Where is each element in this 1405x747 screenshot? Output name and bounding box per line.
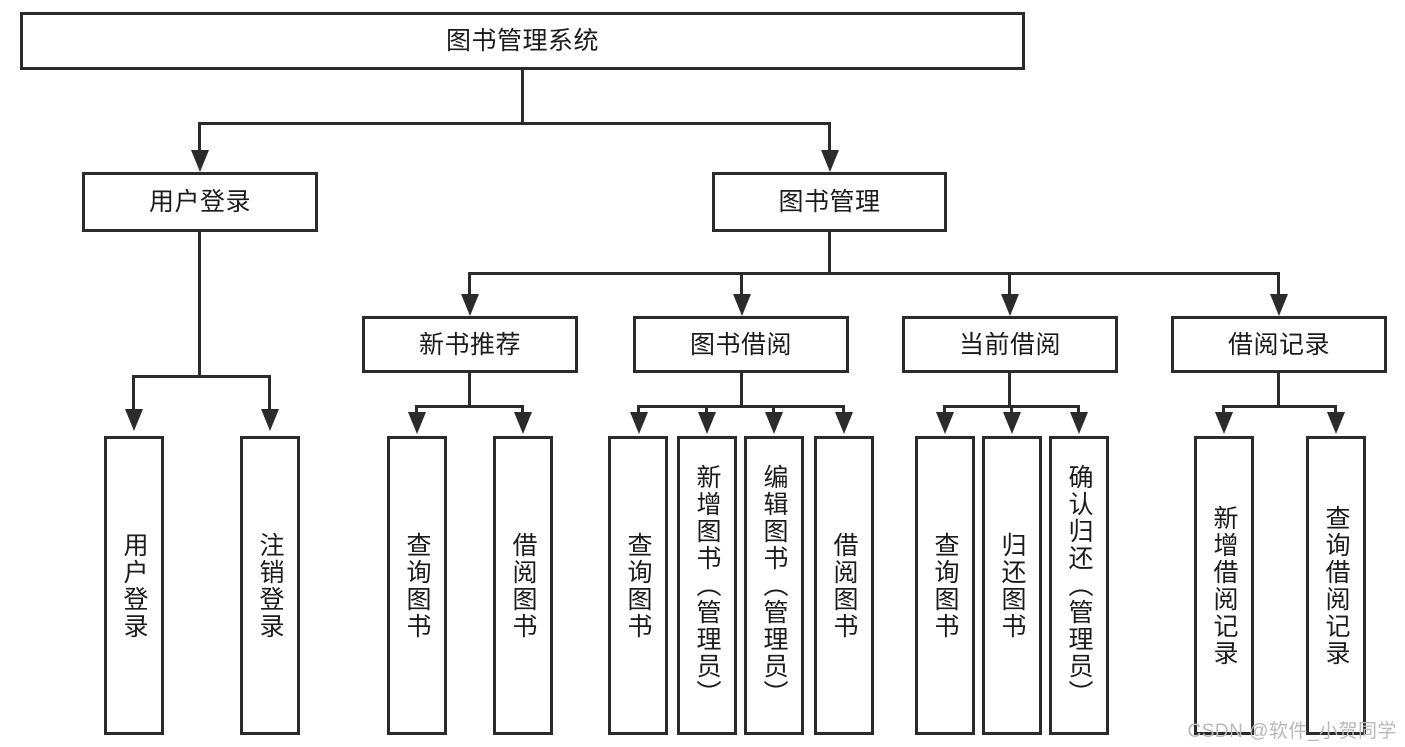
leaf-user-login-label: 用户登录 <box>120 531 148 640</box>
connector-bb-drop-3 <box>772 405 775 417</box>
leaf-edit-book[interactable]: 编辑图书（管理员） <box>744 436 804 735</box>
connector-bm-drop-4 <box>1277 272 1280 296</box>
arrow-bb-leaf-3 <box>765 412 783 434</box>
leaf-query-book-2[interactable]: 查询图书 <box>608 436 668 735</box>
connector-user-login-drop-2 <box>268 375 271 411</box>
node-new-book-recommend-label: 新书推荐 <box>418 330 521 359</box>
leaf-user-login[interactable]: 用户登录 <box>104 436 164 735</box>
node-borrow-record-label: 借阅记录 <box>1227 330 1330 359</box>
connector-bm-drop-1 <box>468 272 471 296</box>
connector-cb-drop-2 <box>1010 405 1013 417</box>
leaf-add-book-label: 新增图书（管理员） <box>693 464 721 707</box>
node-user-login[interactable]: 用户登录 <box>82 172 318 232</box>
connector-user-login-stem <box>198 232 201 375</box>
connector-bm-drop-3 <box>1008 272 1011 296</box>
leaf-query-book-1-label: 查询图书 <box>403 531 431 640</box>
leaf-query-record[interactable]: 查询借阅记录 <box>1306 436 1366 735</box>
connector-bb-drop-4 <box>842 405 845 417</box>
connector-bb-drop-2 <box>705 405 708 417</box>
connector-book-borrow-stem <box>740 373 743 405</box>
leaf-query-book-3[interactable]: 查询图书 <box>915 436 975 735</box>
leaf-query-book-2-label: 查询图书 <box>624 531 652 640</box>
connector-root-to-user-login <box>198 122 201 152</box>
connector-br-drop-2 <box>1334 405 1337 417</box>
leaf-confirm-return-label: 确认归还（管理员） <box>1065 464 1093 707</box>
arrow-bm-to-book-borrow <box>733 294 751 316</box>
node-current-borrow-label: 当前借阅 <box>958 330 1061 359</box>
arrow-bm-to-new-book <box>461 294 479 316</box>
arrow-bb-leaf-1 <box>630 412 648 434</box>
arrow-user-login-leaf-1 <box>125 409 143 431</box>
connector-nb-drop-1 <box>415 405 418 417</box>
node-root[interactable]: 图书管理系统 <box>20 12 1025 70</box>
arrow-root-to-user-login <box>191 150 209 172</box>
arrow-bb-leaf-2 <box>698 412 716 434</box>
connector-bb-drop-1 <box>637 405 640 417</box>
arrow-bb-leaf-4 <box>835 412 853 434</box>
connector-book-manage-bar <box>468 272 1280 275</box>
arrow-cb-leaf-2 <box>1003 412 1021 434</box>
node-borrow-record[interactable]: 借阅记录 <box>1171 316 1387 373</box>
connector-bm-drop-2 <box>740 272 743 296</box>
connector-cb-drop-3 <box>1077 405 1080 417</box>
connector-user-login-bar <box>132 375 270 378</box>
leaf-user-logout[interactable]: 注销登录 <box>240 436 300 735</box>
connector-borrow-record-bar <box>1222 405 1337 408</box>
node-book-borrow[interactable]: 图书借阅 <box>633 316 849 373</box>
connector-root-to-book-manage <box>828 122 831 152</box>
leaf-add-record-label: 新增借阅记录 <box>1210 504 1238 667</box>
leaf-add-book[interactable]: 新增图书（管理员） <box>677 436 737 735</box>
connector-current-borrow-stem <box>1008 373 1011 405</box>
leaf-borrow-book-2-label: 借阅图书 <box>830 531 858 640</box>
connector-book-borrow-bar <box>637 405 845 408</box>
leaf-query-record-label: 查询借阅记录 <box>1322 504 1350 667</box>
leaf-query-book-3-label: 查询图书 <box>931 531 959 640</box>
connector-new-book-stem <box>468 373 471 405</box>
leaf-borrow-book-1-label: 借阅图书 <box>509 531 537 640</box>
node-book-manage-label: 图书管理 <box>778 188 881 216</box>
connector-new-book-bar <box>415 405 524 408</box>
arrow-cb-leaf-3 <box>1070 412 1088 434</box>
leaf-borrow-book-1[interactable]: 借阅图书 <box>493 436 553 735</box>
node-user-login-label: 用户登录 <box>148 188 251 216</box>
arrow-nb-leaf-1 <box>408 412 426 434</box>
connector-nb-drop-2 <box>521 405 524 417</box>
node-book-manage[interactable]: 图书管理 <box>712 172 947 232</box>
connector-user-login-drop-1 <box>132 375 135 411</box>
leaf-query-book-1[interactable]: 查询图书 <box>387 436 447 735</box>
leaf-borrow-book-2[interactable]: 借阅图书 <box>814 436 874 735</box>
leaf-confirm-return[interactable]: 确认归还（管理员） <box>1049 436 1109 735</box>
node-new-book-recommend[interactable]: 新书推荐 <box>362 316 578 373</box>
arrow-nb-leaf-2 <box>514 412 532 434</box>
leaf-return-book[interactable]: 归还图书 <box>982 436 1042 735</box>
node-current-borrow[interactable]: 当前借阅 <box>902 316 1118 373</box>
connector-root-stem <box>521 70 524 122</box>
arrow-bm-to-current-borrow <box>1001 294 1019 316</box>
arrow-cb-leaf-1 <box>936 412 954 434</box>
node-root-label: 图书管理系统 <box>445 27 599 55</box>
connector-br-drop-1 <box>1222 405 1225 417</box>
arrow-user-login-leaf-2 <box>261 409 279 431</box>
arrow-br-leaf-2 <box>1327 412 1345 434</box>
connector-borrow-record-stem <box>1277 373 1280 405</box>
connector-book-manage-stem <box>828 232 831 272</box>
connector-cb-drop-1 <box>943 405 946 417</box>
node-book-borrow-label: 图书借阅 <box>689 330 792 359</box>
connector-root-bar <box>198 122 830 125</box>
leaf-add-record[interactable]: 新增借阅记录 <box>1194 436 1254 735</box>
arrow-bm-to-borrow-record <box>1270 294 1288 316</box>
leaf-user-logout-label: 注销登录 <box>256 531 284 640</box>
arrow-root-to-book-manage <box>821 150 839 172</box>
arrow-br-leaf-1 <box>1215 412 1233 434</box>
leaf-return-book-label: 归还图书 <box>998 531 1026 640</box>
watermark: CSDN @软件_小贺同学 <box>1187 721 1397 742</box>
leaf-edit-book-label: 编辑图书（管理员） <box>760 464 788 707</box>
